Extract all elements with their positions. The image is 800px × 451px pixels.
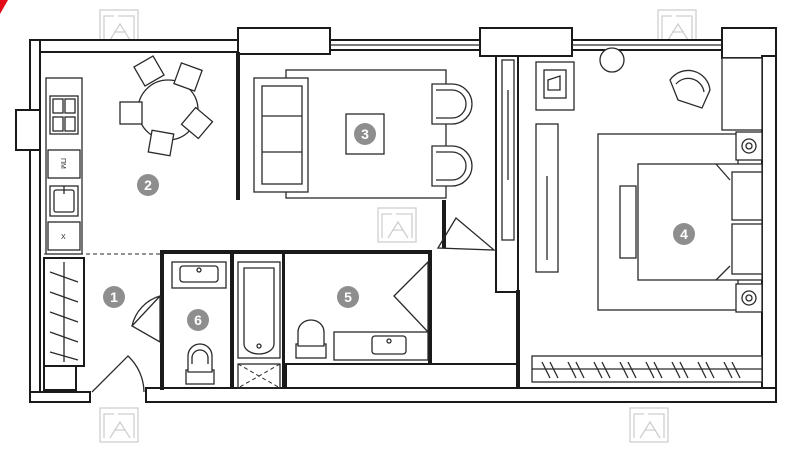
svg-text:2: 2: [144, 177, 152, 193]
watermark-logo-center: [377, 207, 417, 243]
chair-bedroom: [669, 69, 711, 109]
room-badge-4: 4: [673, 223, 695, 245]
living-room-door[interactable]: [436, 217, 496, 251]
watermark-logo-bottom-left: [99, 407, 139, 443]
wardrobe: [535, 123, 559, 273]
sink-icon: [49, 185, 79, 217]
armchair-icon-bedroom: [535, 61, 575, 111]
laundry-door[interactable]: [393, 260, 429, 334]
accent-corner: [0, 0, 8, 14]
round-pouf: [599, 47, 625, 73]
toilet-icon-bathroom: [185, 343, 215, 385]
bathtub-icon: [237, 261, 281, 359]
radiator-icon: [531, 355, 763, 383]
bed-icon: [637, 163, 763, 281]
toilet-icon-laundry: [295, 319, 327, 359]
watermark-logo-top-left: [99, 9, 139, 45]
fridge-tag: Х: [61, 234, 66, 241]
dresser: [721, 57, 763, 131]
svg-text:3: 3: [361, 126, 369, 142]
table-icon: [119, 55, 214, 157]
bedside-lamp-top: [735, 131, 763, 161]
entrance-door[interactable]: [91, 355, 145, 393]
stove-icon: [49, 95, 79, 135]
sink-icon-bathroom: [171, 261, 227, 289]
svg-text:5: 5: [344, 289, 352, 305]
room-badge-2: 2: [137, 174, 159, 196]
shower-tray: [237, 363, 281, 389]
bathroom-door[interactable]: [130, 294, 161, 344]
bedside-lamp-bottom: [735, 283, 763, 313]
svg-text:6: 6: [194, 312, 202, 328]
sink-icon-laundry: [333, 331, 429, 361]
outer-walls: [15, 27, 777, 403]
watermark-logo-bottom-right: [629, 407, 669, 443]
dishwasher: ПМ: [47, 149, 81, 179]
fridge: Х: [47, 221, 81, 251]
room-badge-3: 3: [354, 123, 376, 145]
hall-closet: [49, 262, 79, 362]
sofa-icon: [253, 77, 309, 193]
dishwasher-tag: ПМ: [59, 158, 66, 169]
tv-unit: [501, 59, 515, 241]
room-badge-1: 1: [103, 286, 125, 308]
room-badge-6: 6: [187, 309, 209, 331]
svg-text:1: 1: [110, 289, 118, 305]
bench: [619, 185, 637, 259]
armchair-icon-living: [431, 83, 473, 187]
watermark-logo-top-right: [657, 9, 697, 45]
svg-text:4: 4: [680, 226, 688, 242]
room-badge-5: 5: [337, 286, 359, 308]
